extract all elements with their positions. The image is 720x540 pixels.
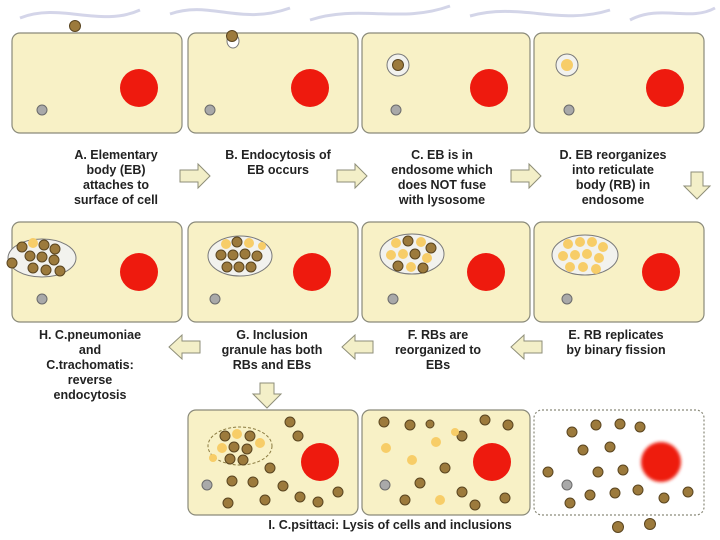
cell-f — [361, 221, 531, 323]
arrow-a-to-b — [179, 162, 211, 190]
caption-i: I. C.psittaci: Lysis of cells and inclus… — [268, 518, 512, 532]
cell-a — [11, 20, 183, 134]
cell-h — [6, 221, 183, 323]
caption-a: A. Elementary body (EB) attaches to surf… — [73, 148, 159, 207]
caption-h: H. C.pneumoniae and C.trachomatis: rever… — [38, 328, 142, 402]
elementary-body — [69, 20, 81, 32]
arrow-c-to-d — [510, 162, 542, 190]
arrow-g-to-i — [251, 382, 283, 409]
caption-d: D. EB reorganizes into reticulate body (… — [559, 148, 667, 207]
caption-f: F. RBs are reorganized to EBs — [394, 328, 482, 372]
caption-g: G. Inclusion granule has both RBs and EB… — [221, 328, 323, 372]
cell-b — [187, 30, 359, 134]
cell-e — [533, 221, 705, 323]
caption-e: E. RB replicates by binary fission — [566, 328, 666, 357]
cell-d — [533, 32, 705, 134]
arrow-b-to-c — [336, 162, 368, 190]
elementary-body-outside — [644, 518, 656, 530]
cell-g — [187, 221, 359, 323]
cell-i-3 — [533, 409, 705, 516]
caption-b: B. Endocytosis of EB occurs — [225, 148, 331, 177]
elementary-body — [392, 59, 404, 71]
caption-c: C. EB is in endosome which does NOT fuse… — [391, 148, 493, 207]
arrow-e-to-f — [510, 333, 543, 361]
arrow-d-to-e — [682, 171, 712, 200]
cell-i-2 — [361, 409, 531, 516]
elementary-body-outside — [612, 521, 624, 533]
elementary-body — [226, 30, 238, 42]
cell-c — [361, 32, 531, 134]
cell-i-1 — [187, 409, 359, 516]
reticulate-body — [561, 59, 573, 71]
arrow-f-to-g — [341, 333, 374, 361]
arrow-g-to-h — [168, 333, 201, 361]
decorative-header-swirls — [0, 0, 720, 30]
